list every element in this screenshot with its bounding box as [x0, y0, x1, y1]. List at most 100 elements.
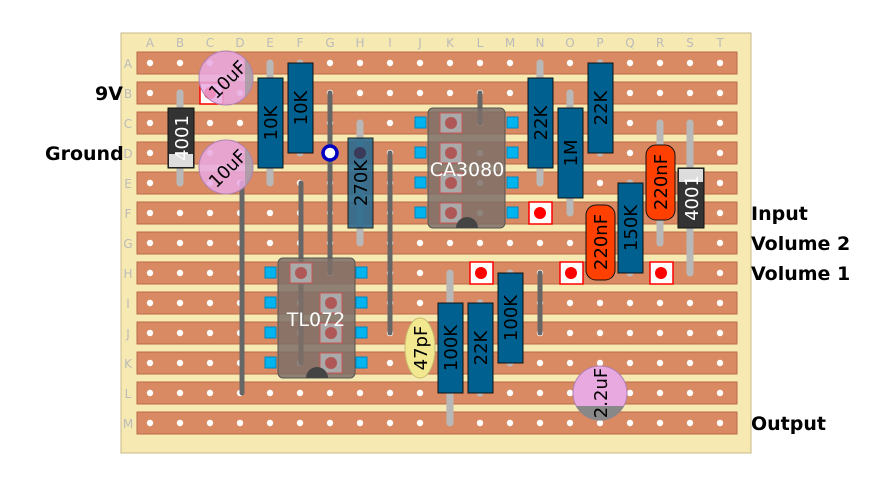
hole: [656, 359, 664, 367]
column-label: J: [417, 36, 422, 50]
row-label: I: [126, 297, 130, 311]
hole: [506, 419, 514, 427]
hole: [206, 299, 214, 307]
diode-d2[interactable]: 4001: [677, 167, 705, 229]
resistor-r6[interactable]: 22K: [587, 62, 614, 154]
hole: [566, 389, 574, 397]
copper-strip: [136, 231, 738, 255]
ic-label: CA3080: [430, 159, 505, 181]
hole: [626, 119, 634, 127]
resistor-r7[interactable]: 150K: [617, 182, 644, 274]
hole: [386, 89, 394, 97]
column-label: B: [176, 36, 184, 50]
copper-strip: [136, 351, 738, 375]
resistor-label: 1M: [561, 140, 582, 167]
hole: [386, 119, 394, 127]
hole: [686, 59, 694, 67]
hole: [536, 239, 544, 247]
ground-point-marker[interactable]: [321, 144, 339, 162]
capacitor-c1[interactable]: 10uF: [198, 50, 254, 106]
hole: [716, 179, 724, 187]
resistor-r9[interactable]: 22K: [467, 302, 494, 394]
diode-d1[interactable]: 4001: [167, 107, 195, 169]
resistor-r10[interactable]: 100K: [497, 272, 524, 364]
capacitor-c2[interactable]: 10uF: [198, 139, 254, 195]
column-label: A: [146, 36, 155, 50]
hole: [626, 389, 634, 397]
hole: [176, 59, 184, 67]
hole: [716, 149, 724, 157]
hole: [266, 419, 274, 427]
hole: [176, 209, 184, 217]
hole: [146, 419, 154, 427]
hole: [716, 59, 724, 67]
hole: [146, 359, 154, 367]
hole: [656, 389, 664, 397]
hole: [596, 359, 604, 367]
hole: [176, 269, 184, 277]
hole: [386, 389, 394, 397]
hole: [146, 119, 154, 127]
hole: [716, 419, 724, 427]
hole: [146, 269, 154, 277]
hole: [176, 329, 184, 337]
copper-strip: [136, 411, 738, 435]
hole: [386, 359, 394, 367]
column-label: L: [477, 36, 484, 50]
capacitor-c3[interactable]: 220nF: [645, 144, 676, 221]
hole: [206, 269, 214, 277]
hole: [596, 179, 604, 187]
column-label: I: [388, 36, 392, 50]
label-9v: 9V: [95, 83, 123, 105]
resistor-label: 22K: [471, 329, 492, 365]
resistor-label: 22K: [531, 104, 552, 140]
hole: [446, 59, 454, 67]
capacitor-c5[interactable]: 47pF: [404, 317, 436, 379]
resistor-label: 10K: [291, 89, 312, 125]
pad-r[interactable]: [649, 261, 674, 285]
capacitor-c4[interactable]: 220nF: [585, 204, 616, 281]
hole: [536, 389, 544, 397]
hole: [476, 239, 484, 247]
resistor-r3[interactable]: 270K: [347, 137, 374, 229]
hole: [626, 329, 634, 337]
resistor-r8[interactable]: 100K: [437, 302, 464, 394]
resistor-r2[interactable]: 10K: [287, 62, 314, 154]
row-label: J: [125, 327, 130, 341]
capacitor-c6[interactable]: 2.2uF: [572, 365, 628, 421]
pad-input[interactable]: [528, 201, 553, 225]
resistor-r5[interactable]: 1M: [557, 107, 584, 199]
hole: [146, 59, 154, 67]
hole: [566, 419, 574, 427]
hole: [716, 269, 724, 277]
hole: [146, 149, 154, 157]
resistor-r4[interactable]: 22K: [527, 77, 554, 169]
hole: [716, 359, 724, 367]
hole: [536, 419, 544, 427]
hole: [146, 89, 154, 97]
pad-volume2[interactable]: [469, 261, 494, 285]
hole: [176, 299, 184, 307]
column-label: D: [235, 36, 244, 50]
label-input: Input: [751, 203, 808, 225]
hole: [716, 119, 724, 127]
row-label: F: [125, 207, 132, 221]
ic-ca3080[interactable]: CA3080: [414, 107, 519, 229]
hole: [596, 419, 604, 427]
hole: [446, 89, 454, 97]
hole: [506, 389, 514, 397]
hole: [416, 89, 424, 97]
pad-volume1[interactable]: [559, 261, 584, 285]
hole: [566, 329, 574, 337]
hole: [146, 179, 154, 187]
hole: [206, 329, 214, 337]
resistor-r1[interactable]: 10K: [257, 77, 284, 169]
hole: [326, 59, 334, 67]
ic-tl072[interactable]: TL072: [264, 257, 368, 379]
hole: [626, 359, 634, 367]
hole: [416, 299, 424, 307]
ic-label: TL072: [286, 309, 345, 331]
hole: [416, 389, 424, 397]
hole: [596, 299, 604, 307]
